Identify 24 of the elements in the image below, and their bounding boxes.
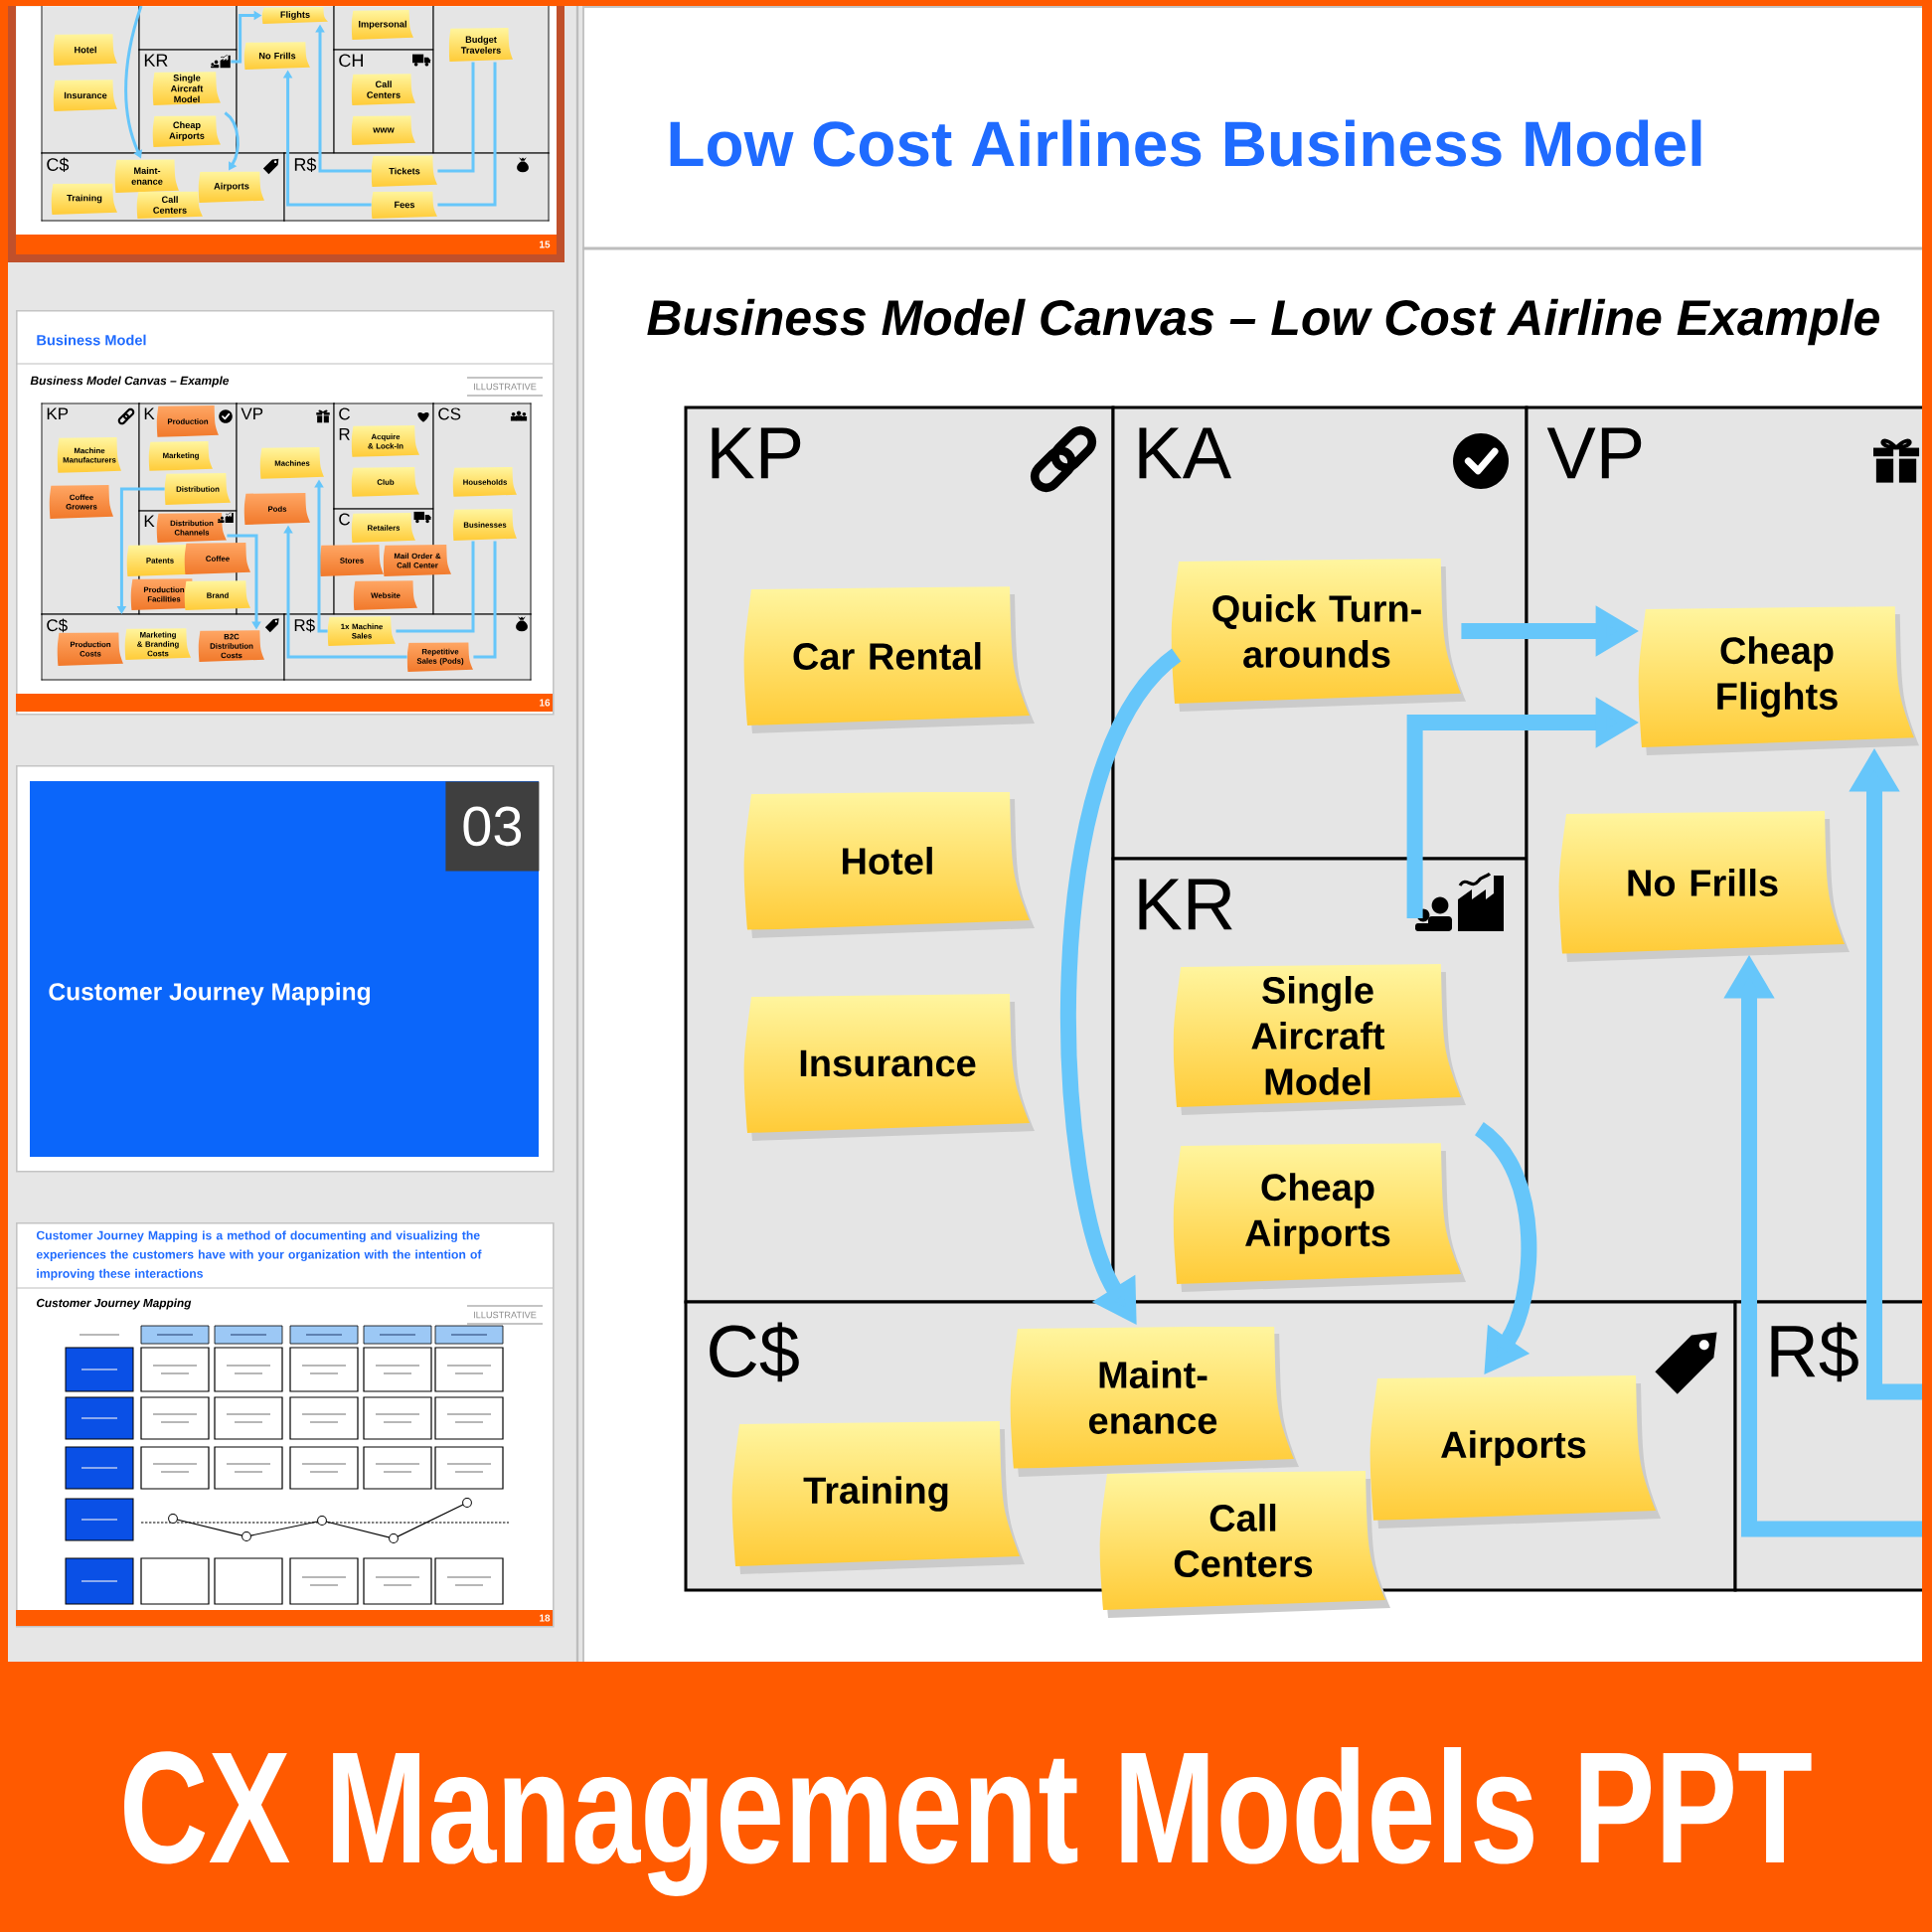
sticky-note: Training [731, 1421, 1025, 1574]
sticky-note: Insurance [743, 994, 1035, 1141]
sticky-note: Call Centers [1099, 1471, 1390, 1618]
sticky-note: Maint- enance [1010, 1327, 1299, 1477]
sticky-note: No Frills [1558, 811, 1850, 962]
connector-line [437, 62, 475, 173]
factory-icon [1415, 872, 1504, 931]
connector-line [437, 62, 497, 207]
sticky-note: Cheap Flights [1638, 606, 1919, 755]
sticky-note: Airports [1369, 1375, 1661, 1529]
connector-line [396, 541, 475, 633]
section-title: Customer Journey Mapping [49, 982, 370, 1006]
slide-title: Low Cost Airlines Business Model [670, 119, 1701, 167]
slide-subtitle: Business Model Canvas – Low Cost Airline Example [647, 298, 1879, 346]
sticky-note: Cheap Airports [1173, 1143, 1466, 1292]
connector-line [473, 541, 497, 659]
factory-icon [211, 55, 231, 69]
banner: CX Management Models PPT [0, 1662, 1932, 1932]
sticky-note: Car Rental [743, 586, 1035, 733]
canvas-cell [138, 5, 238, 51]
sticky-note: Quick Turn- arounds [1171, 559, 1466, 712]
section-number-tile: 03 [445, 781, 540, 872]
sticky-note: Single Aircraft Model [1173, 964, 1466, 1115]
sticky-note: Hotel [743, 792, 1035, 938]
